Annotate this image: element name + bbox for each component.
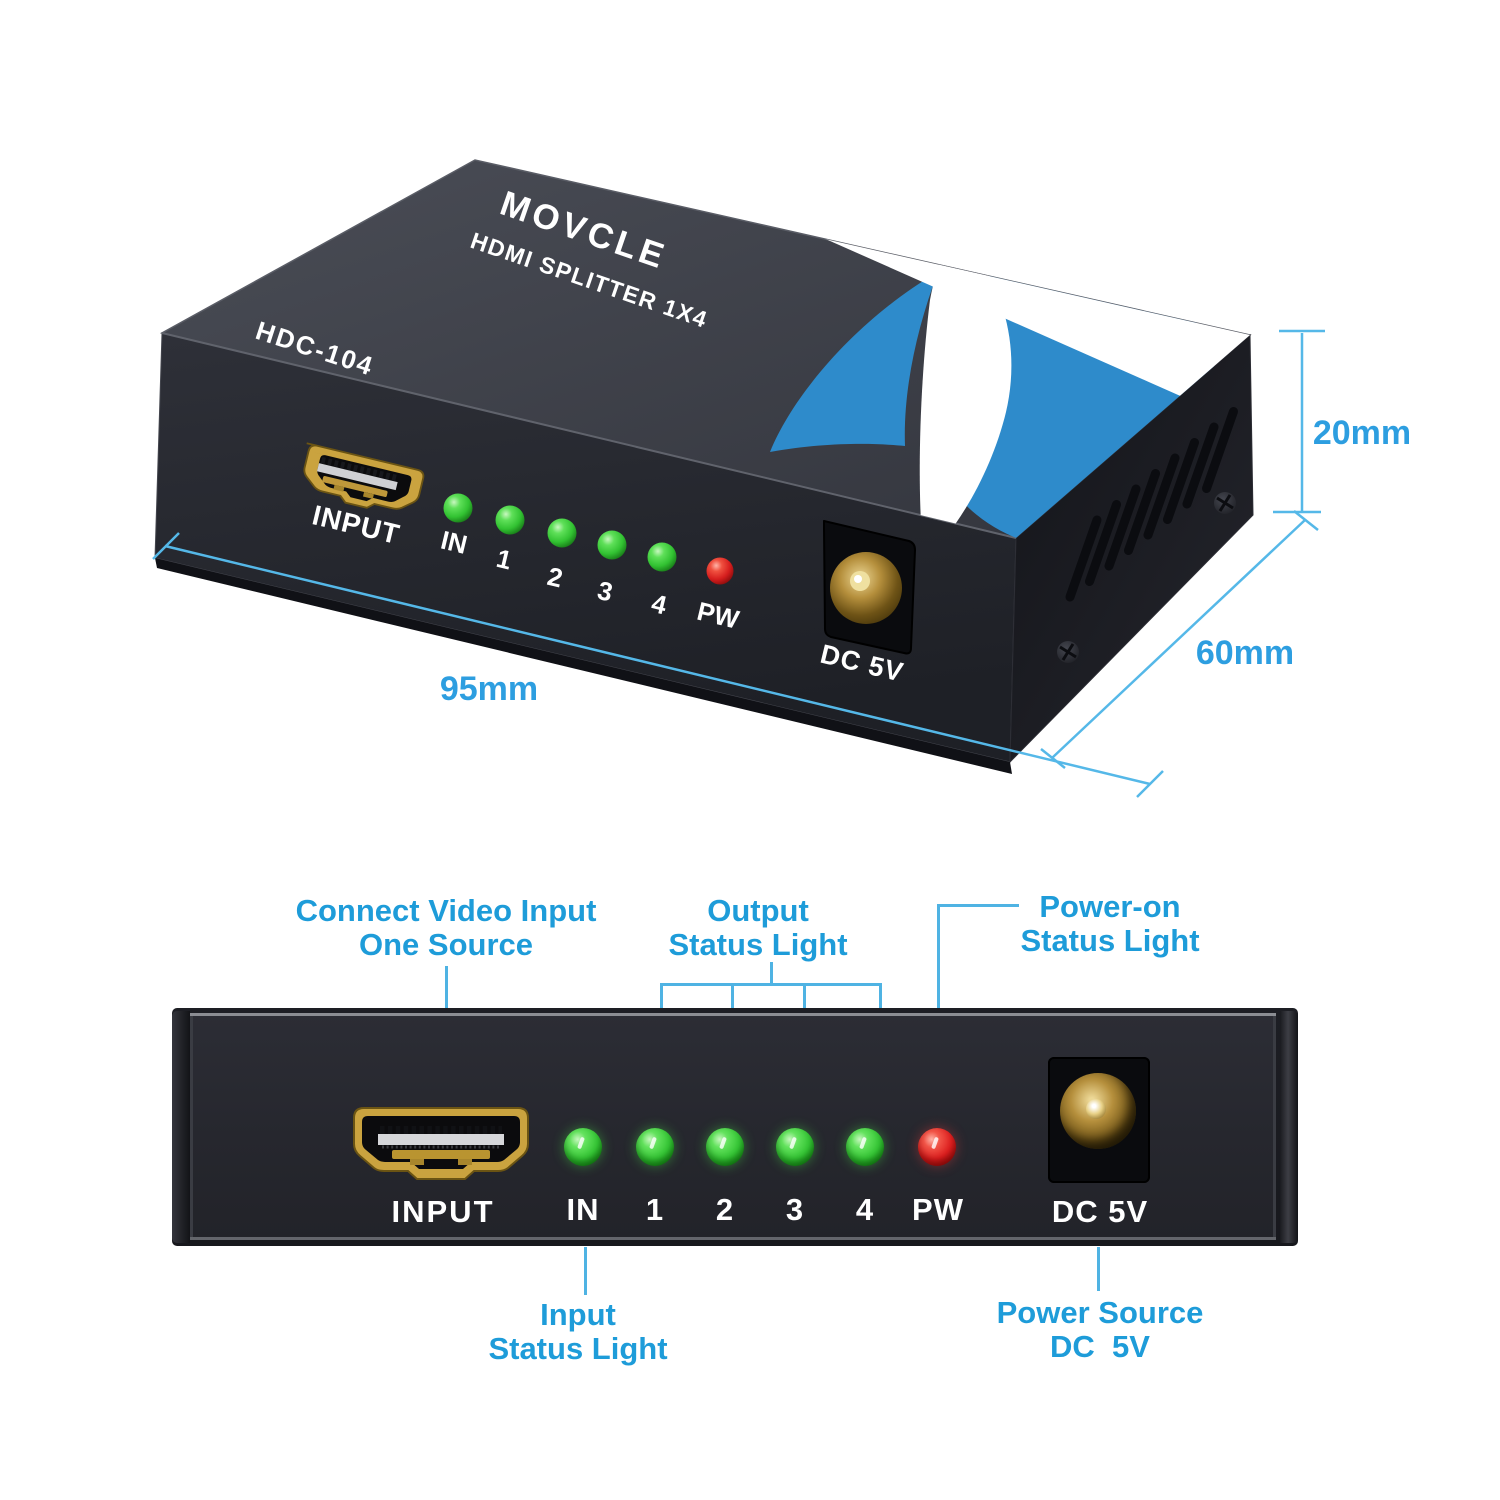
callout-power-source-line1: Power Source <box>996 1295 1204 1330</box>
callout-video-input-line2: One Source <box>359 927 533 962</box>
leader-power-led-h <box>937 904 1019 907</box>
led-label-2-3d: 2 <box>545 561 566 594</box>
leader-input-led <box>584 1247 587 1295</box>
callout-power-led-line1: Power-on <box>1039 889 1181 924</box>
led-3-3d <box>597 530 627 560</box>
fv-led-label-4: 4 <box>855 1192 875 1227</box>
leader-power-source <box>1097 1247 1100 1291</box>
fv-led-3 <box>776 1128 814 1166</box>
callout-output-leds-line2: Status Light <box>668 927 848 962</box>
callout-power-source-line2: DC 5V <box>1050 1329 1150 1364</box>
led-4-3d <box>647 542 677 572</box>
led-2-3d <box>547 518 577 548</box>
leader-output-bar <box>660 983 882 986</box>
dc-pin <box>1086 1099 1106 1119</box>
callout-power-source: Power Source DC 5V <box>910 1296 1290 1364</box>
dimension-20mm <box>1273 329 1325 514</box>
callout-power-led-line2: Status Light <box>1020 923 1200 958</box>
leader-video-input <box>445 966 448 1008</box>
dimension-95mm <box>152 532 1164 798</box>
hdmi-port-front <box>353 1107 529 1180</box>
left-flange <box>172 1011 190 1243</box>
fv-input-label: INPUT <box>391 1194 495 1229</box>
fv-led-2 <box>706 1128 744 1166</box>
logo-sail-left <box>770 272 938 452</box>
dimension-20mm-label: 20mm <box>1313 414 1411 452</box>
brand-logo <box>770 228 1250 538</box>
led-label-1-3d: 1 <box>494 543 515 576</box>
led-in-3d <box>443 493 473 523</box>
led-pw-3d <box>706 557 734 585</box>
hdmi-port-3d <box>303 442 425 510</box>
callout-output-leds: Output Status Light <box>568 894 948 962</box>
dc-jack-3d <box>823 519 917 655</box>
front-top-edge-highlight <box>161 332 1017 539</box>
fv-led-label-2: 2 <box>715 1192 735 1227</box>
box-bottom-flange <box>155 558 1012 774</box>
fv-led-label-in: IN <box>566 1192 600 1227</box>
led-1-3d <box>495 505 525 535</box>
dimension-95mm-label: 95mm <box>440 670 538 708</box>
vent-slots <box>1065 407 1238 602</box>
leader-output-tick-3 <box>803 983 806 1008</box>
dimension-60mm <box>1040 510 1319 769</box>
fv-led-4 <box>846 1128 884 1166</box>
fv-led-1 <box>636 1128 674 1166</box>
dc-jack-front <box>1048 1057 1150 1183</box>
callout-video-input-line1: Connect Video Input <box>295 893 597 928</box>
led-label-3-3d: 3 <box>595 575 616 608</box>
callout-power-led: Power-on Status Light <box>920 890 1300 958</box>
fv-led-in <box>564 1128 602 1166</box>
screw-icon-bottom <box>1057 641 1079 663</box>
dimension-60mm-label: 60mm <box>1196 634 1294 672</box>
top-view-3d: MOVCLE HDMI SPLITTER 1X4 HDC-104 INPUT I… <box>152 159 1411 798</box>
leader-output-tick-2 <box>731 983 734 1008</box>
dc-barrel <box>1060 1073 1136 1149</box>
glare-highlight <box>812 233 1250 402</box>
callout-output-leds-line1: Output <box>707 893 809 928</box>
callout-video-input: Connect Video Input One Source <box>256 894 636 962</box>
leader-output-tick-1 <box>660 983 663 1008</box>
fv-led-label-pw: PW <box>912 1192 964 1227</box>
callout-input-led-line1: Input <box>540 1297 616 1332</box>
fv-power-label: DC 5V <box>1051 1194 1149 1229</box>
leader-output-stem <box>770 962 773 985</box>
callout-input-led-line2: Status Light <box>488 1331 668 1366</box>
leader-power-led-v <box>937 904 940 1008</box>
leader-output-tick-4 <box>879 983 882 1008</box>
fv-led-pw <box>918 1128 956 1166</box>
status-leds-3d <box>443 493 734 585</box>
fv-led-label-3: 3 <box>785 1192 805 1227</box>
callout-input-led: Input Status Light <box>388 1298 768 1366</box>
screw-icon-top <box>1214 492 1236 514</box>
right-flange <box>1280 1011 1298 1243</box>
fv-led-label-1: 1 <box>645 1192 665 1227</box>
